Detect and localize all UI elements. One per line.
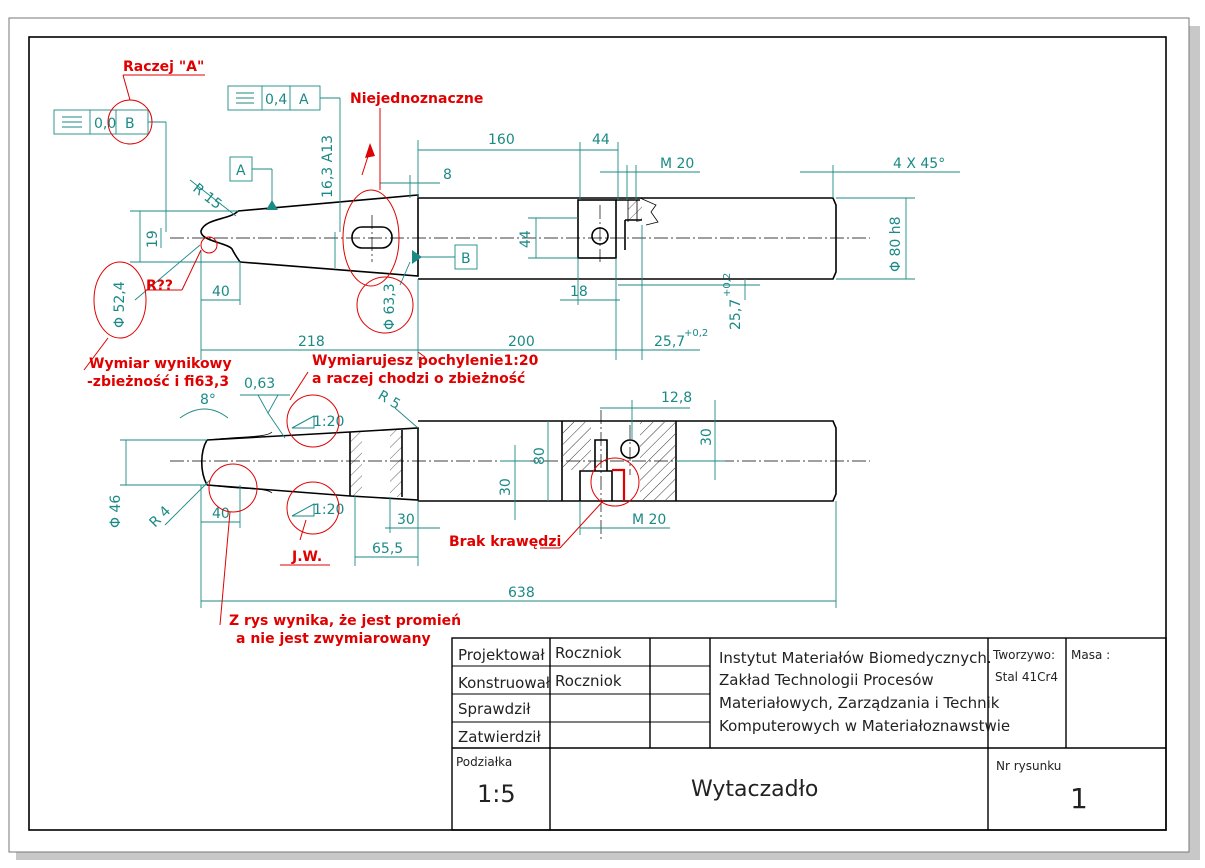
dim-chamfer: 4 X 45°	[893, 156, 945, 172]
dim-30-right: 30	[699, 428, 715, 446]
note-zrys-2: a nie jest zwymiarowany	[236, 631, 431, 647]
tb-inst-1: Instytut Materiałów Biomedycznych.	[719, 649, 992, 667]
dim-30-bottom: 30	[397, 512, 415, 528]
dim-80: 80	[532, 447, 548, 465]
dim-65-5: 65,5	[372, 541, 403, 557]
dim-m20-top: M 20	[660, 156, 694, 172]
dim-phi63: Φ 63,3	[382, 283, 398, 330]
dim-160: 160	[488, 132, 515, 148]
slope-symbol-2	[291, 503, 315, 517]
note-jw: J.W.	[291, 549, 322, 565]
dim-roughness: 0,63	[244, 376, 275, 392]
datum-b-label: B	[461, 251, 471, 267]
tb-inst-3: Materiałowych, Zarządzania i Technik	[719, 694, 1000, 712]
tb-tworzywo-label: Tworzywo:	[992, 648, 1055, 662]
tb-sprawdzil: Sprawdził	[458, 700, 531, 718]
tb-konstruowal: Konstruował	[458, 674, 551, 692]
dim-phi80: Φ 80 h8	[888, 216, 904, 272]
tb-name-2: Roczniok	[555, 672, 622, 690]
dim-m20-bottom: M 20	[632, 512, 666, 528]
note-pochylenie-2: a raczej chodzi o zbieżność	[312, 371, 525, 387]
sheet-paper	[8, 17, 1190, 853]
red-circles	[93, 99, 640, 535]
dim-slope-2: 1:20	[313, 502, 344, 518]
top-view-hatch	[628, 200, 642, 222]
dim-slope-1: 1:20	[313, 414, 344, 430]
dim-25-7-vert-tol: +0,2	[722, 273, 733, 297]
dim-phi46: Φ 46	[108, 495, 124, 528]
bottom-view-thin	[207, 431, 273, 494]
dim-8: 8	[443, 167, 452, 183]
dim-44-top: 44	[592, 132, 610, 148]
dim-40-top: 40	[212, 284, 230, 300]
slope-symbol-1	[291, 415, 315, 429]
tb-nr-label: Nr rysunku	[996, 759, 1061, 773]
dim-218: 218	[298, 334, 325, 350]
title-block-texts: Projektował Konstruował Sprawdził Zatwie…	[456, 644, 1110, 815]
dim-25-7-tol: +0,2	[684, 328, 708, 339]
tb-zatwierdzil: Zatwierdził	[458, 728, 541, 746]
dimension-lines	[53, 85, 960, 608]
note-niejednoznaczne: Niejednoznaczne	[350, 91, 483, 107]
note-zrys-1: Z rys wynika, że jest promień	[229, 613, 461, 629]
note-raczej-a: Raczej "A"	[123, 59, 204, 75]
note-r-qq: R??	[146, 278, 173, 294]
dim-200: 200	[508, 334, 535, 350]
bottom-view-centerlines	[170, 410, 870, 540]
datum-b-triangle	[412, 250, 422, 264]
tb-name-1: Roczniok	[555, 644, 622, 662]
red-annotation-texts: Raczej "A" Niejednoznaczne R?? Wymiar wy…	[87, 59, 561, 647]
dim-19: 19	[145, 230, 161, 248]
fc1-tol: 0,0	[94, 116, 116, 132]
tb-podzialka-value: 1:5	[477, 780, 516, 808]
red-leaders	[83, 74, 605, 626]
tb-podzialka-label: Podziałka	[456, 755, 512, 769]
datum-a-triangle	[266, 200, 278, 210]
tb-tworzywo-value: Stal 41Cr4	[995, 670, 1058, 684]
tb-inst-2: Zakład Technologii Procesów	[719, 671, 934, 689]
red-arrow	[365, 143, 375, 158]
dim-30-left: 30	[498, 478, 514, 496]
fc1-datum: B	[125, 116, 135, 132]
dim-638: 638	[508, 585, 535, 601]
title-block	[451, 637, 1167, 831]
fc2-datum: A	[299, 92, 309, 108]
tb-inst-4: Komputerowych w Materiałoznawstwie	[719, 717, 1010, 735]
dim-angle-8: 8°	[200, 392, 216, 408]
dim-44-vert: 44	[518, 230, 534, 248]
top-view-centerlines	[170, 205, 870, 262]
datum-a-label: A	[236, 163, 246, 179]
missing-edge-highlight	[612, 468, 626, 501]
tb-nr-value: 1	[1070, 782, 1088, 815]
fc2-tol: 0,4	[265, 92, 287, 108]
dim-16-3: 16,3 A13	[320, 135, 336, 198]
dim-40-bottom: 40	[212, 506, 230, 522]
dim-25-7: 25,7	[654, 334, 685, 350]
dim-25-7-vert: 25,7	[728, 299, 744, 330]
dim-18: 18	[570, 284, 588, 300]
note-wymiar-2: -zbieżność i fi63,3	[87, 374, 229, 390]
tb-masa-label: Masa :	[1071, 648, 1110, 662]
note-pochylenie-1: Wymiarujesz pochylenie1:20	[312, 353, 539, 369]
dim-phi52: Φ 52,4	[112, 281, 128, 328]
note-brak-krawedzi: Brak krawędzi	[449, 534, 561, 550]
tb-projektowal: Projektował	[458, 646, 545, 664]
tb-title: Wytaczadło	[691, 777, 818, 802]
dim-12-8: 12,8	[661, 390, 692, 406]
note-wymiar-1: Wymiar wynikowy	[89, 356, 232, 372]
